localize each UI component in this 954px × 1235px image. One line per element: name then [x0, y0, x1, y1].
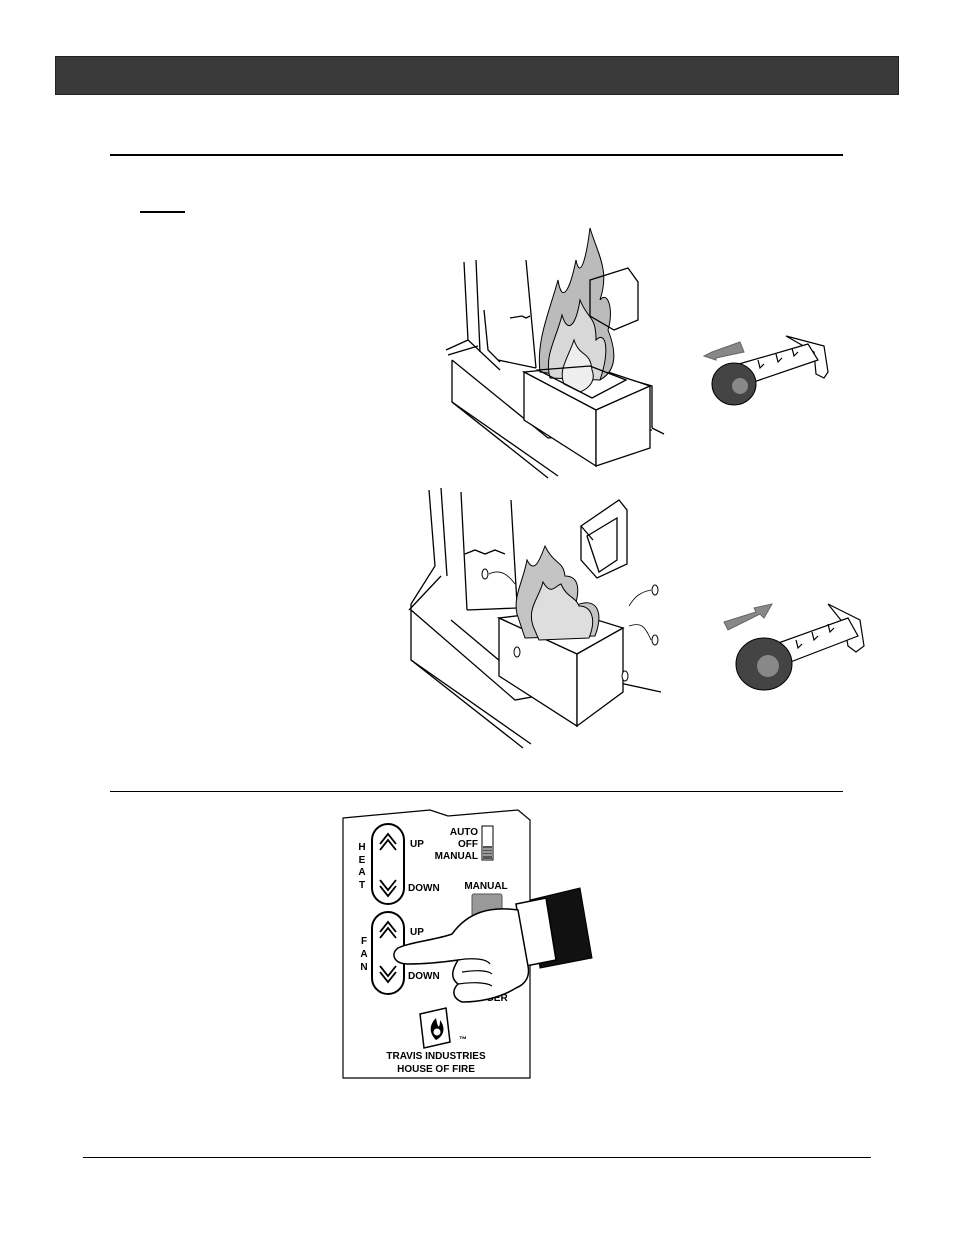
section-rule-middle	[110, 791, 843, 792]
heat-up-label: UP	[410, 839, 424, 850]
heat-up-icon	[379, 832, 397, 851]
header-bar	[55, 56, 899, 95]
trademark-symbol: ™	[459, 1035, 467, 1044]
switch-off-label: OFF	[458, 839, 478, 850]
company-name-line1: TRAVIS INDUSTRIES	[386, 1051, 486, 1062]
fireplace-lower-illustration	[408, 487, 662, 749]
house-of-fire-logo	[419, 1007, 451, 1049]
switch-auto-label: AUTO	[450, 827, 478, 838]
fan-up-label: UP	[410, 927, 424, 938]
control-knob-pull-illustration	[702, 335, 829, 406]
remote-control-panel: H E A T F A N UP DOWN UP DOWN AUTO OFF M…	[342, 809, 593, 1079]
manual-button-label: MANUAL	[464, 881, 507, 892]
igniter-label: GER	[486, 993, 508, 1004]
note-underline	[140, 211, 185, 213]
heat-down-icon	[379, 879, 397, 898]
mode-slide-switch[interactable]	[481, 825, 494, 861]
heat-letter-h: H	[358, 842, 365, 853]
pointing-hand-icon	[393, 887, 593, 1003]
company-name-line2: HOUSE OF FIRE	[397, 1064, 475, 1075]
switch-manual-label: MANUAL	[435, 851, 478, 862]
control-knob-push-illustration	[723, 603, 865, 691]
heat-letter-e: E	[359, 855, 366, 866]
section-rule-top	[110, 154, 843, 156]
fan-letter-a: A	[360, 949, 367, 960]
fan-up-icon	[379, 920, 397, 939]
fan-down-icon	[379, 965, 397, 984]
heat-letter-a: A	[358, 867, 365, 878]
heat-rocker-button[interactable]	[371, 823, 405, 905]
heat-down-label: DOWN	[408, 883, 440, 894]
fan-letter-f: F	[361, 936, 367, 947]
fan-down-label: DOWN	[408, 971, 440, 982]
heat-letter-t: T	[359, 880, 365, 891]
footer-rule	[83, 1157, 871, 1158]
fireplace-lit-illustration	[445, 227, 665, 479]
arrow-right-icon	[723, 603, 773, 631]
fan-letter-n: N	[360, 962, 367, 973]
arrow-left-icon	[702, 341, 745, 361]
